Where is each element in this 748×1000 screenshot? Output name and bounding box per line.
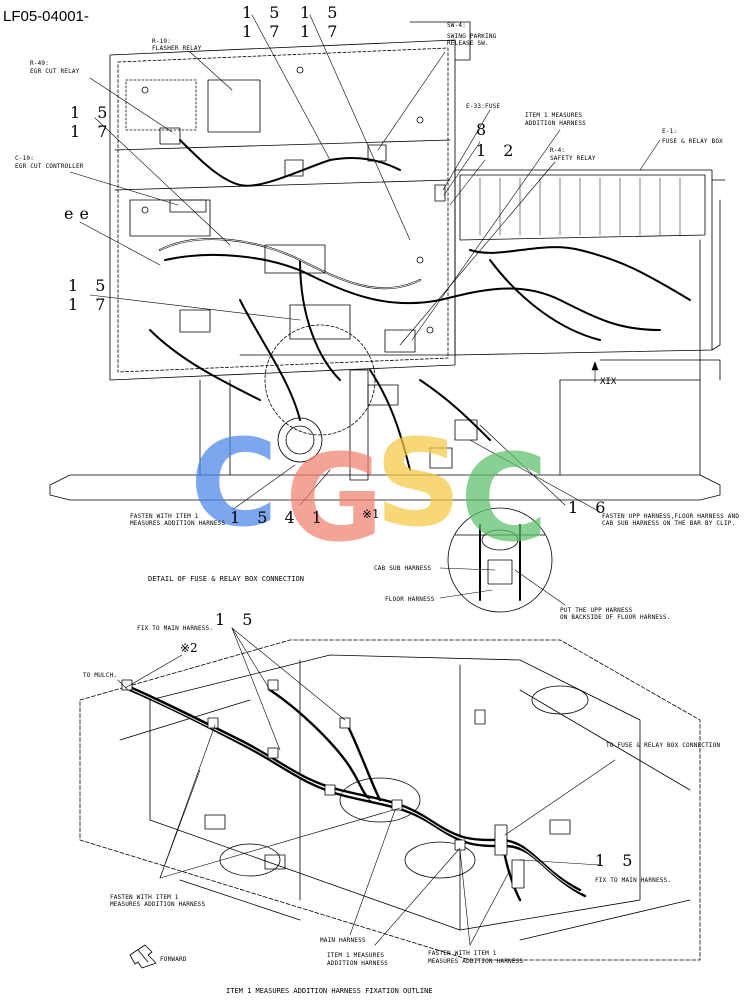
callout-15-b: 1 5 xyxy=(300,3,344,22)
callout-15-a: 1 5 xyxy=(242,3,286,22)
r19-code: R-19: xyxy=(152,38,172,45)
sw4-code: SW-4: xyxy=(447,22,467,29)
watermark-letter-g: G xyxy=(285,430,384,569)
to-fuse-relay: TO FUSE & RELAY BOX CONNECTION xyxy=(606,742,721,749)
xix-view-label: XIX xyxy=(600,377,617,387)
callout-17-c: 1 7 xyxy=(70,122,114,141)
forward-label: FORWARD xyxy=(160,956,187,963)
floor-harness: FLOOR HARNESS xyxy=(385,596,435,603)
sw4-name-1: SWING PARKING xyxy=(447,33,497,40)
callout-16: 1 6 xyxy=(568,498,612,517)
fix-main-2: FIX TO MAIN HARNESS. xyxy=(595,877,672,884)
callout-17-d: 1 7 xyxy=(68,295,112,314)
put-upp-2: ON BACKSIDE OF FLOOR HARNESS. xyxy=(560,614,671,621)
upper-leader-lines xyxy=(69,14,661,606)
item1-lower-2: ADDITION HARNESS xyxy=(327,960,388,967)
item1-upper-1: ITEM 1 MEASURES xyxy=(525,112,583,119)
sw4-name-2: RELEASE SW. xyxy=(447,40,489,47)
to-mulch: TO MULCH. xyxy=(83,672,118,679)
fasten-a-2: MEASURES ADDITION HARNESS xyxy=(130,520,226,527)
item1-upper-2: ADDITION HARNESS xyxy=(525,120,586,127)
r4-code: R-4: xyxy=(550,147,566,154)
watermark-letter-c1: C xyxy=(190,415,279,554)
fasten-upp-1: FASTEN UPP HARNESS,FLOOR HARNESS AND xyxy=(602,513,740,520)
callout-15-f: 1 5 xyxy=(595,851,639,870)
c10-code: C-10: xyxy=(15,155,35,162)
document-code: LF05-04001- xyxy=(3,8,89,25)
callout-15-e: 1 5 xyxy=(215,610,259,629)
fasten-c-1: FASTEN WITH ITEM 1 xyxy=(428,950,497,957)
e1-name: FUSE & RELAY BOX xyxy=(662,138,723,145)
e1-code: E-1: xyxy=(662,128,678,135)
put-upp-1: PUT THE UPP HARNESS xyxy=(560,607,633,614)
bottom-caption: ITEM 1 MEASURES ADDITION HARNESS FIXATIO… xyxy=(226,987,433,995)
c10-name: EGR CUT CONTROLLER xyxy=(15,163,84,170)
fasten-c-2: MEASURES ADDITION HARNESS xyxy=(428,958,524,965)
callout-x1: ※1 xyxy=(362,507,380,521)
r4-name: SAFETY RELAY xyxy=(550,155,596,162)
connector-blocks xyxy=(159,127,478,469)
callout-x2: ※2 xyxy=(180,641,198,655)
callout-15-d: 1 5 xyxy=(68,276,112,295)
main-harness: MAIN HARNESS xyxy=(320,937,366,944)
fix-main-1: FIX TO MAIN HARNESS. xyxy=(137,625,214,632)
r49-name: EGR CUT RELAY xyxy=(30,68,80,75)
callout-15-c: 1 5 xyxy=(70,103,114,122)
detail-caption: DETAIL OF FUSE & RELAY BOX CONNECTION xyxy=(148,575,304,583)
watermark-letter-c2: C xyxy=(460,430,549,569)
forward-arrow-icon xyxy=(129,944,157,969)
lower-leader-lines xyxy=(117,627,616,946)
item1-lower-1: ITEM 1 MEASURES xyxy=(327,952,385,959)
watermark-letter-s: S xyxy=(375,415,462,554)
callout-8: 8 xyxy=(476,120,493,139)
fasten-b-1: FASTEN WITH ITEM 1 xyxy=(110,894,179,901)
e33-fuse: E-33:FUSE xyxy=(466,103,501,110)
harness-clamps xyxy=(121,679,525,889)
callout-ee: ee xyxy=(64,204,95,223)
cab-sub-harness: CAB SUB HARNESS xyxy=(374,565,432,572)
fasten-upp-2: CAB SUB HARNESS ON THE BAR BY CLIP. xyxy=(602,520,736,527)
fasten-b-2: MEASURES ADDITION HARNESS xyxy=(110,901,206,908)
callout-12: 1 2 xyxy=(476,141,520,160)
upper-base-frame xyxy=(49,239,721,501)
fuse-relay-box xyxy=(454,169,726,356)
callout-1541: 1 5 4 1 xyxy=(230,508,328,527)
callout-17-a: 1 7 xyxy=(242,22,286,41)
fasten-a-1: FASTEN WITH ITEM 1 xyxy=(130,513,199,520)
lower-chassis-frame xyxy=(79,639,701,961)
callout-17-b: 1 7 xyxy=(300,22,344,41)
mounting-plate xyxy=(109,21,471,381)
r49-code: R-49: xyxy=(30,60,50,67)
detail-circle xyxy=(447,507,553,613)
r19-name: FLASHER RELAY xyxy=(152,45,202,52)
